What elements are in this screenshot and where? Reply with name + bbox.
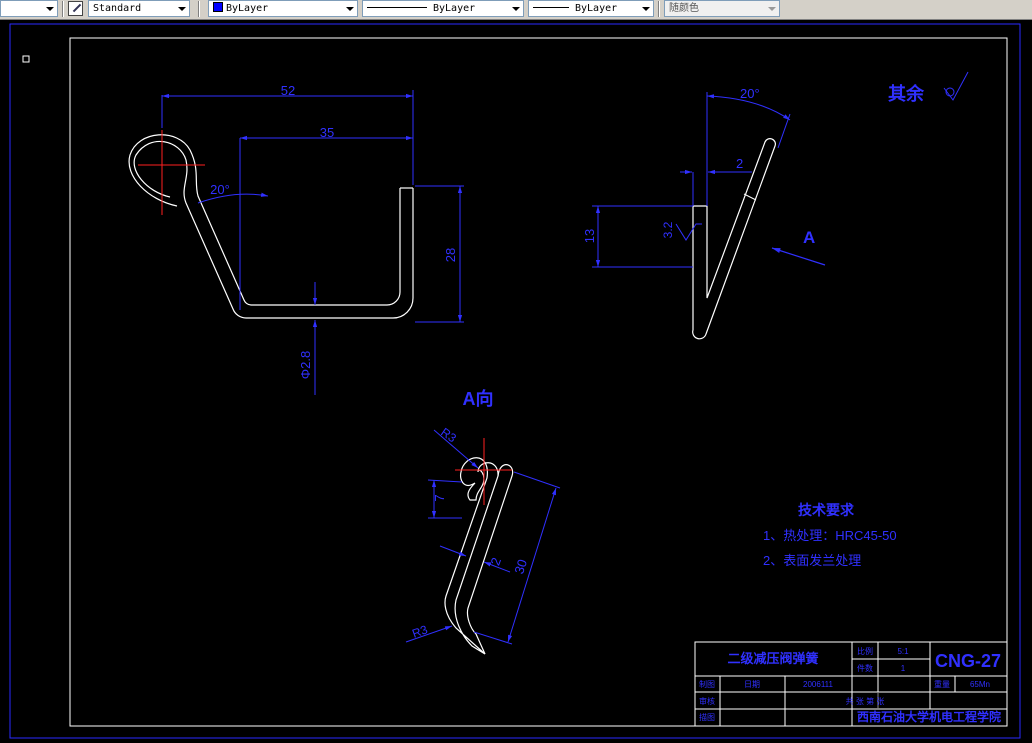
dim-r3-bottom-label: R3 (410, 622, 430, 641)
properties-toolbar: Standard ByLayer ByLayer ByLayer 随颜色 (0, 0, 1032, 20)
color-control-value: ByLayer (226, 3, 269, 14)
dim-2-view-label: 2 (487, 555, 504, 567)
text-style-dropdown[interactable]: Standard (88, 0, 190, 17)
view-a-title: A向 (463, 388, 494, 409)
designer-label: 制图 (699, 679, 715, 689)
chevron-down-icon (768, 7, 776, 11)
linetype-dropdown[interactable]: ByLayer (362, 0, 524, 17)
lineweight-dropdown[interactable]: ByLayer (528, 0, 654, 17)
lineweight-preview (533, 7, 569, 8)
plot-style-dropdown[interactable]: 随颜色 (664, 0, 780, 17)
dim-7-label: 7 (432, 494, 447, 501)
plot-style-value: 随颜色 (669, 3, 699, 14)
linetype-preview (367, 7, 427, 8)
material-value: 65Mn (970, 680, 990, 689)
dim-52-label: 52 (281, 83, 295, 98)
part-name: 二级减压阀弹簧 (727, 651, 818, 666)
text-style-manager-icon[interactable] (68, 1, 83, 16)
date-label: 日期 (744, 680, 760, 689)
side-view (592, 71, 969, 340)
checker-label: 审核 (699, 696, 715, 706)
linetype-value: ByLayer (433, 3, 476, 14)
ucs-marker-icon (22, 55, 30, 63)
dim-angle-label: 20° (210, 182, 230, 197)
qty-label: 件数 (857, 663, 873, 673)
front-view (128, 90, 464, 395)
view-arrow-label: A (803, 228, 815, 247)
sheet-label: 共 张 第 张 (846, 696, 885, 706)
dim-28-label: 28 (443, 248, 458, 262)
style-dropdown[interactable] (0, 0, 58, 17)
toolbar-separator (658, 1, 660, 17)
dim-angle-side-label: 20° (740, 86, 760, 101)
title-block-labels: 二级减压阀弹簧 CNG-27 比例 5:1 件数 1 重量 65Mn 共 张 第… (699, 646, 1001, 724)
qty-value: 1 (901, 664, 906, 673)
notes-line-1: 1、热处理：HRC45-50 (763, 528, 897, 543)
notes-line-2: 2、表面发兰处理 (763, 553, 861, 568)
lineweight-value: ByLayer (575, 3, 618, 14)
drafter-label: 描图 (699, 712, 715, 722)
color-swatch-icon (213, 2, 223, 12)
scale-label: 比例 (857, 646, 873, 656)
other-roughness-label: 其余 (888, 83, 925, 104)
drawing-number: CNG-27 (935, 651, 1001, 671)
title-block (694, 641, 1008, 727)
dim-13-label: 13 (582, 229, 597, 243)
chevron-down-icon (642, 7, 650, 11)
chevron-down-icon (46, 7, 54, 11)
toolbar-separator (198, 1, 200, 17)
weight-label: 重量 (934, 679, 950, 689)
dim-30-label: 30 (511, 557, 530, 575)
notes-title: 技术要求 (798, 502, 855, 518)
school-name: 西南石油大学机电工程学院 (857, 709, 1001, 724)
chevron-down-icon (512, 7, 520, 11)
chevron-down-icon (346, 7, 354, 11)
toolbar-separator (62, 1, 64, 17)
text-style-value: Standard (93, 3, 142, 14)
view-a (405, 429, 561, 655)
scale-value: 5:1 (897, 647, 909, 656)
dim-35-label: 35 (320, 125, 334, 140)
drawing-canvas[interactable]: 52 35 28 Φ2.8 20° 20° 2 13 3.2 A 其余 A向 (0, 20, 1032, 743)
paper-outer-border (9, 23, 1021, 739)
color-control-dropdown[interactable]: ByLayer (208, 0, 358, 17)
drawing-frame (69, 37, 1008, 727)
roughness-label: 3.2 (661, 221, 675, 238)
dim-diameter-label: Φ2.8 (298, 351, 313, 379)
dim-r3-top-label: R3 (438, 425, 459, 445)
chevron-down-icon (178, 7, 186, 11)
code-value: 2006111 (803, 680, 834, 689)
dim-2-side-label: 2 (736, 156, 743, 171)
